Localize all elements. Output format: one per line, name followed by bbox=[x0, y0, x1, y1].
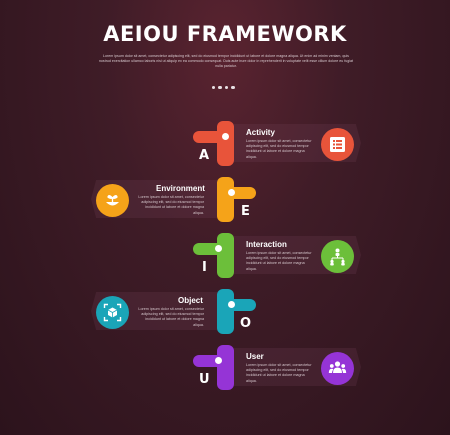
item-label-activity: Activity bbox=[246, 128, 275, 137]
users-icon bbox=[328, 361, 347, 373]
spine-segment-a bbox=[217, 121, 234, 166]
item-body-interaction: Lorem ipsum dolor sit amet, consectetur … bbox=[246, 251, 312, 271]
intro-text: Lorem ipsum dolor sit amet, consectetur … bbox=[98, 54, 354, 69]
nature-icon bbox=[106, 195, 119, 206]
spine-segment-o bbox=[217, 289, 234, 334]
object-circle bbox=[96, 296, 129, 329]
pagination-dots bbox=[212, 86, 235, 90]
knob-u bbox=[215, 357, 222, 364]
spine-segment-e bbox=[217, 177, 234, 222]
letter-e: E bbox=[241, 204, 250, 219]
environment-circle bbox=[96, 184, 129, 217]
list-icon bbox=[330, 137, 345, 152]
item-body-user: Lorem ipsum dolor sit amet, consectetur … bbox=[246, 363, 312, 383]
letter-a: A bbox=[199, 148, 210, 163]
user-circle bbox=[321, 352, 354, 385]
page-title: AEIOU FRAMEWORK bbox=[103, 22, 347, 46]
item-label-user: User bbox=[246, 352, 264, 361]
tab-a bbox=[193, 131, 225, 143]
knob-i bbox=[215, 245, 222, 252]
item-body-environment: Lorem ipsum dolor sit amet, consectetur … bbox=[138, 195, 204, 215]
cube-scan-icon bbox=[103, 303, 122, 322]
letter-u: U bbox=[199, 372, 210, 387]
item-body-object: Lorem ipsum dolor sit amet, consectetur … bbox=[138, 307, 204, 327]
knob-e bbox=[228, 189, 235, 196]
letter-i: I bbox=[202, 260, 207, 275]
item-label-interaction: Interaction bbox=[246, 240, 287, 249]
activity-circle bbox=[321, 128, 354, 161]
item-body-activity: Lorem ipsum dolor sit amet, consectetur … bbox=[246, 139, 312, 159]
letter-o: O bbox=[240, 316, 252, 331]
knob-o bbox=[228, 301, 235, 308]
item-label-environment: Environment bbox=[156, 184, 205, 193]
interaction-circle bbox=[321, 240, 354, 273]
network-icon bbox=[330, 248, 345, 266]
knob-a bbox=[222, 133, 229, 140]
item-label-object: Object bbox=[178, 296, 203, 305]
spine-segment-u bbox=[217, 345, 234, 390]
spine-segment-i bbox=[217, 233, 234, 278]
